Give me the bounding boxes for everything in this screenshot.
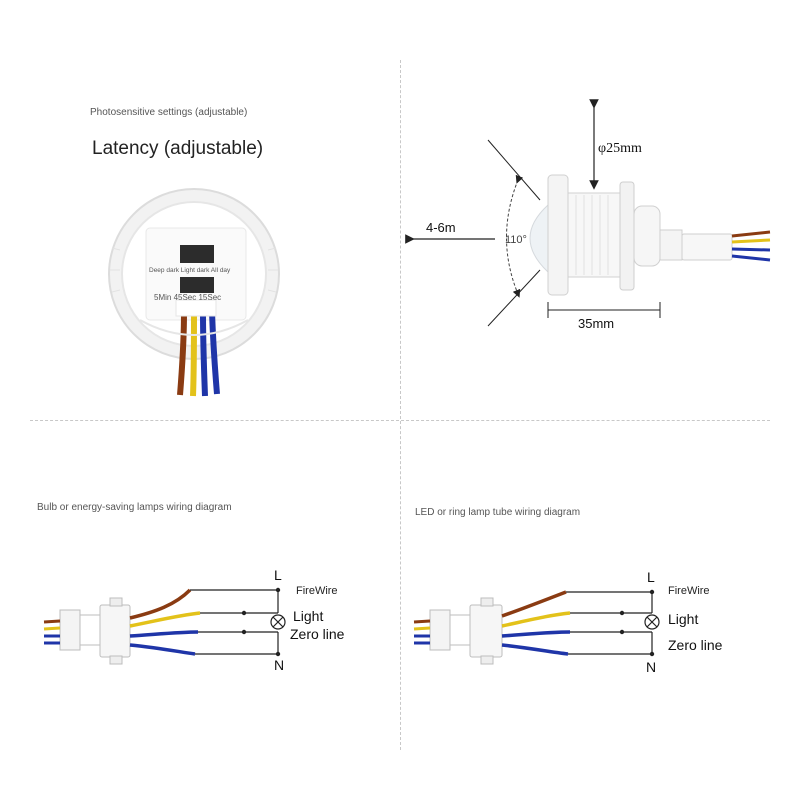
angle-label: 110° xyxy=(505,234,527,246)
terminal-N: N xyxy=(646,659,656,675)
zero-line-label: Zero line xyxy=(290,626,345,642)
firewire-label: FireWire xyxy=(296,585,338,597)
firewire-label: FireWire xyxy=(668,585,710,597)
bulb-wiring-title: Bulb or energy-saving lamps wiring diagr… xyxy=(37,502,232,513)
terminal-L: L xyxy=(274,567,282,583)
latency-label: Latency (adjustable) xyxy=(92,138,264,159)
diameter-label: φ25mm xyxy=(598,141,642,156)
knob2-text: 5Min 45Sec 15Sec xyxy=(154,293,221,302)
vertical-divider xyxy=(400,60,401,750)
led-wiring-title: LED or ring lamp tube wiring diagram xyxy=(415,507,581,518)
length-label: 35mm xyxy=(578,316,614,331)
photosensitive-settings-label: Photosensitive settings (adjustable) xyxy=(90,107,248,118)
terminal-L: L xyxy=(647,569,655,585)
photo-switch xyxy=(180,245,214,263)
zero-line-label: Zero line xyxy=(668,637,723,653)
latency-switch xyxy=(180,277,214,293)
light-label: Light xyxy=(668,611,698,627)
horizontal-divider xyxy=(30,420,770,421)
terminal-N: N xyxy=(274,657,284,673)
knob1-text: Deep dark Light dark All day xyxy=(149,267,231,274)
range-label: 4-6m xyxy=(426,220,456,235)
light-label: Light xyxy=(293,608,323,624)
